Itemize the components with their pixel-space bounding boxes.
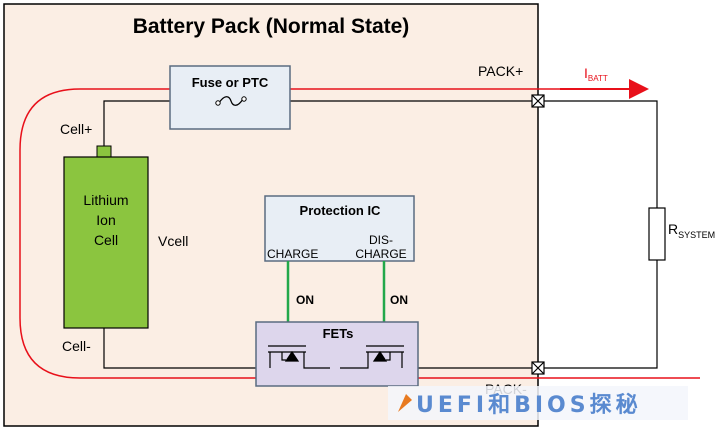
- positive-wire: [103, 100, 658, 208]
- diagram-title: Battery Pack (Normal State): [133, 15, 410, 38]
- discharge-on-label: ON: [390, 293, 408, 307]
- cell-terminal-cap: [96, 145, 112, 159]
- cell-text-2: Ion: [96, 212, 115, 228]
- watermark-text: UEFI和BIOS探秘: [416, 392, 642, 418]
- lithium-ion-cell: [63, 156, 149, 329]
- resistor-label-main: R: [668, 221, 678, 237]
- pack-minus-terminal: [531, 361, 545, 375]
- fets-box: [255, 321, 419, 387]
- discharge-pin-label-1: DIS-: [369, 233, 393, 247]
- fets-label: FETs: [323, 326, 354, 341]
- system-resistor: [648, 207, 666, 261]
- charge-on-label: ON: [296, 293, 314, 307]
- cell-text-1: Lithium: [83, 192, 128, 208]
- current-label-main: I: [584, 65, 588, 81]
- rocket-icon: [398, 394, 412, 412]
- fuse-box: [169, 65, 291, 130]
- current-label: IBATT: [584, 65, 608, 83]
- charge-fet-symbol: [268, 345, 330, 369]
- negative-wire: [103, 328, 538, 369]
- discharge-fet-symbol: [340, 345, 404, 369]
- fuse-terminal-left: [215, 100, 221, 106]
- fuse-terminal-right: [241, 96, 247, 102]
- protection-ic-title: Protection IC: [300, 203, 382, 218]
- pack-plus-terminal: [531, 94, 545, 108]
- fuse-symbol: [218, 96, 244, 106]
- resistor-label-sub: SYSTEM: [678, 230, 715, 240]
- resistor-label: RSYSTEM: [668, 221, 715, 240]
- cell-text-3: Cell: [94, 232, 118, 248]
- vcell-label: Vcell: [158, 233, 188, 249]
- current-label-sub: BATT: [588, 74, 608, 83]
- charge-pin-label: CHARGE: [267, 247, 318, 261]
- cell-plus-label: Cell+: [60, 121, 92, 137]
- fuse-label: Fuse or PTC: [192, 75, 269, 90]
- protection-ic-box: [264, 195, 415, 262]
- cell-minus-label: Cell-: [62, 338, 91, 354]
- discharge-pin-label-2: CHARGE: [355, 247, 406, 261]
- resistor-return-wire: [538, 260, 658, 369]
- pack-plus-label: PACK+: [478, 63, 523, 79]
- watermark: UEFI和BIOS探秘: [388, 386, 688, 420]
